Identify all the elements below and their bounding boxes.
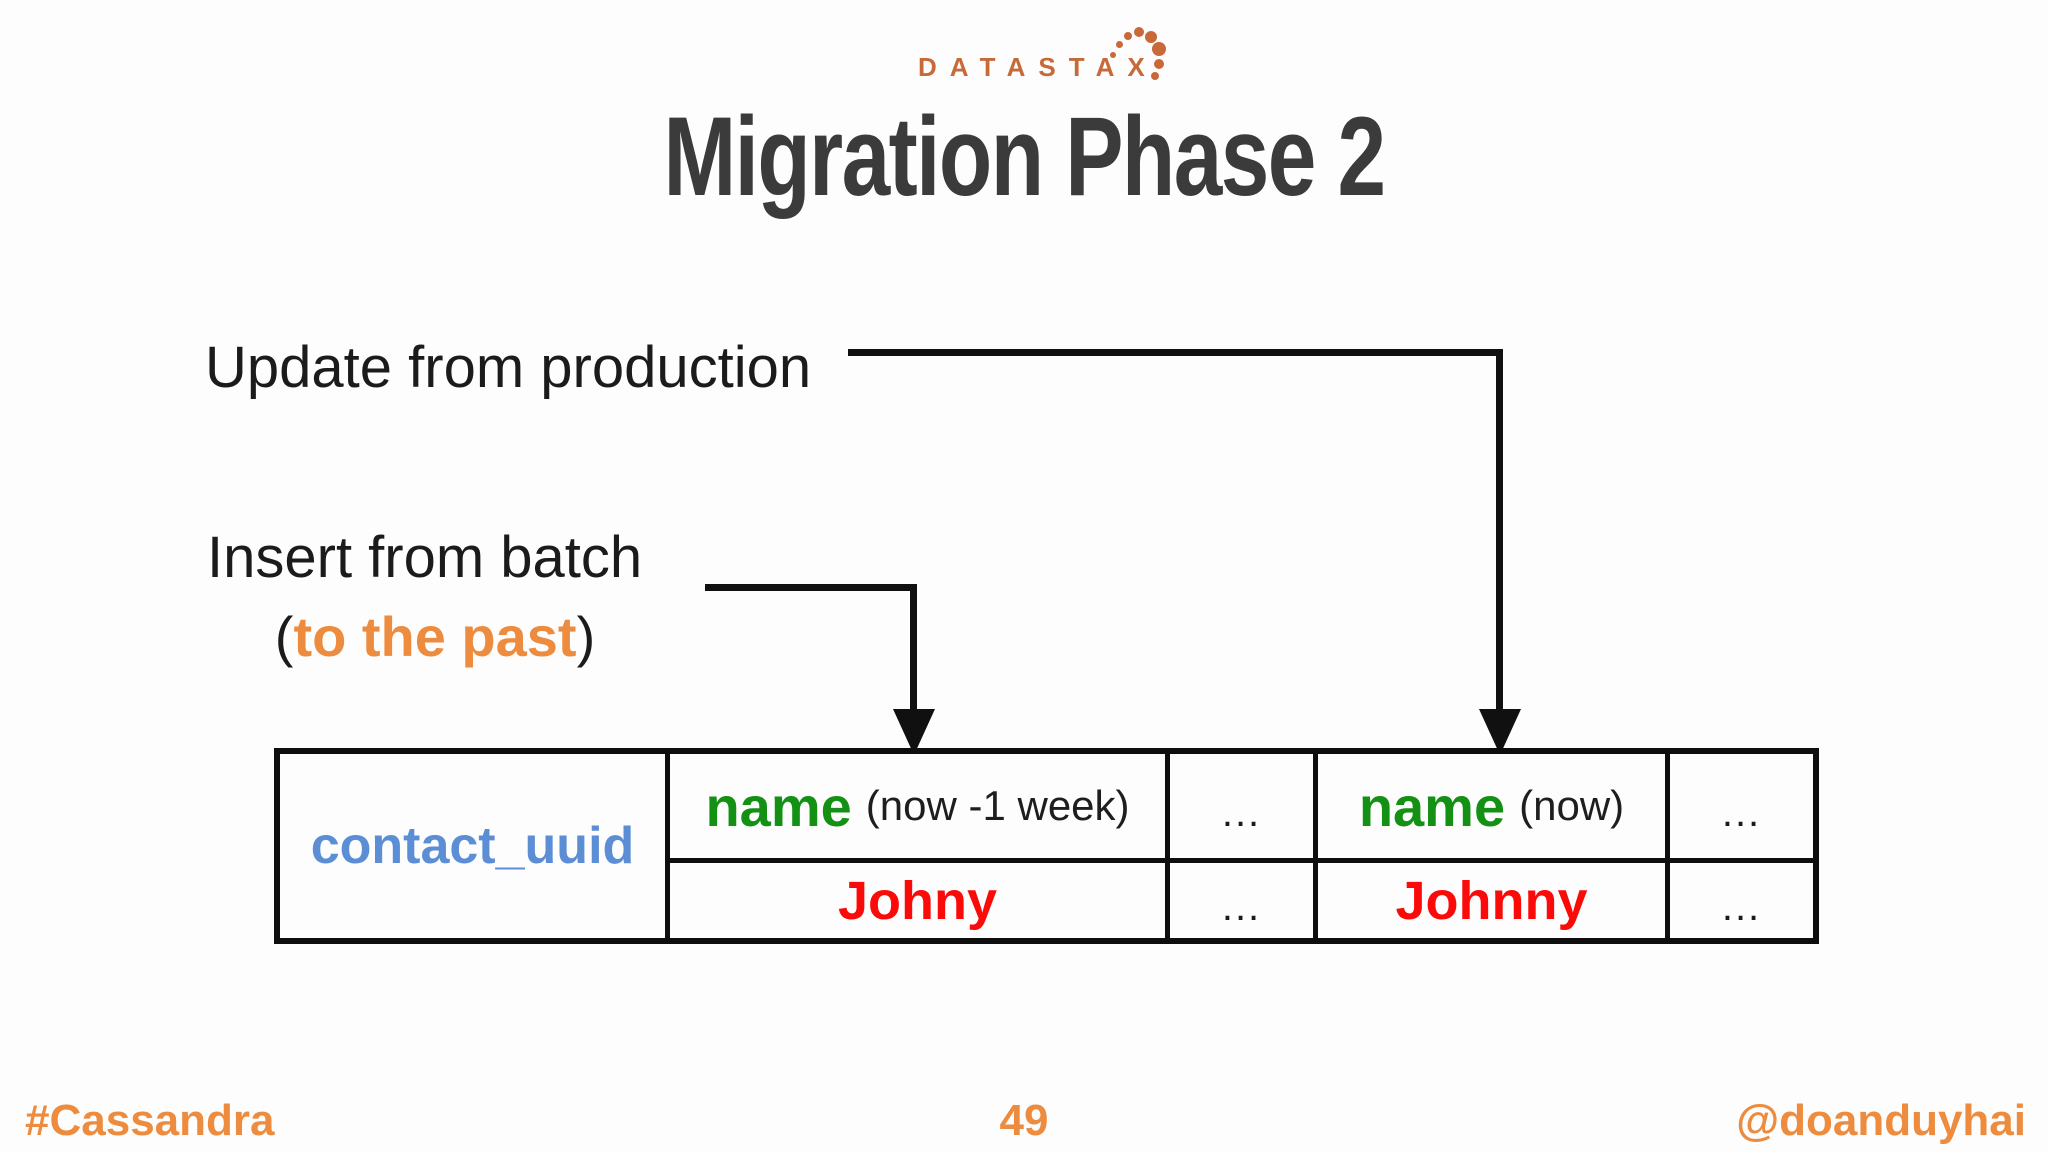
update-from-production-label: Update from production (205, 335, 812, 400)
ellipsis-label: ... (1721, 790, 1762, 835)
footer-page-number: 49 (999, 1096, 1049, 1145)
column-header-ellipsis: ... (1165, 754, 1313, 858)
update-down-arrowhead-icon (1479, 709, 1521, 755)
footer-handle: @doanduyhai (1736, 1096, 2026, 1145)
logo-dot (1151, 72, 1159, 80)
cell-value-label: Johny (837, 870, 998, 931)
value-cell-ellipsis: ... (1665, 858, 1813, 938)
update-arrow-vertical-line (1496, 349, 1503, 711)
value-cell-johnny: Johnny (1313, 858, 1665, 938)
insert-from-batch-label: Insert from batch (207, 525, 643, 590)
contact-uuid-cell: contact_uuid (280, 754, 665, 938)
logo-dot (1154, 59, 1164, 69)
paren-open: ( (274, 605, 294, 668)
to-the-past-label: (to the past) (235, 604, 635, 669)
logo-dot (1124, 32, 1132, 40)
column-header-name-now: name (now) (1313, 754, 1665, 858)
datastax-logo: DATASTAX (918, 12, 1198, 84)
column-qualifier-label: (now) (1519, 782, 1625, 829)
to-the-past-emphasis: to the past (293, 605, 577, 668)
value-cell-johny: Johny (665, 858, 1165, 938)
row-key-label: contact_uuid (310, 817, 635, 875)
column-name-label: name (1358, 774, 1506, 838)
column-qualifier-label: (now -1 week) (865, 782, 1130, 829)
ellipsis-label: ... (1221, 885, 1262, 929)
slide-title: Migration Phase 2 (663, 94, 1386, 219)
ellipsis-label: ... (1721, 885, 1762, 929)
insert-arrow-vertical-line (910, 584, 917, 711)
column-header-ellipsis: ... (1665, 754, 1813, 858)
datastax-logo-text: DATASTAX (918, 52, 1158, 82)
ellipsis-label: ... (1221, 790, 1262, 835)
migration-table: contact_uuid name (now -1 week) ... name… (274, 748, 1819, 944)
cell-value-label: Johnny (1395, 870, 1588, 931)
footer-hashtag: #Cassandra (25, 1096, 275, 1145)
column-name-label: name (705, 774, 852, 838)
logo-dot (1110, 52, 1116, 58)
insert-down-arrowhead-icon (893, 709, 935, 755)
insert-arrow-horizontal-line (705, 584, 917, 591)
logo-dot (1152, 42, 1166, 56)
value-cell-ellipsis: ... (1165, 858, 1313, 938)
logo-dot (1134, 27, 1144, 37)
column-header-name-past: name (now -1 week) (665, 754, 1165, 858)
logo-dot (1145, 31, 1157, 43)
logo-dot (1116, 41, 1123, 48)
paren-close: ) (576, 605, 596, 668)
update-arrow-horizontal-line (848, 349, 1503, 356)
